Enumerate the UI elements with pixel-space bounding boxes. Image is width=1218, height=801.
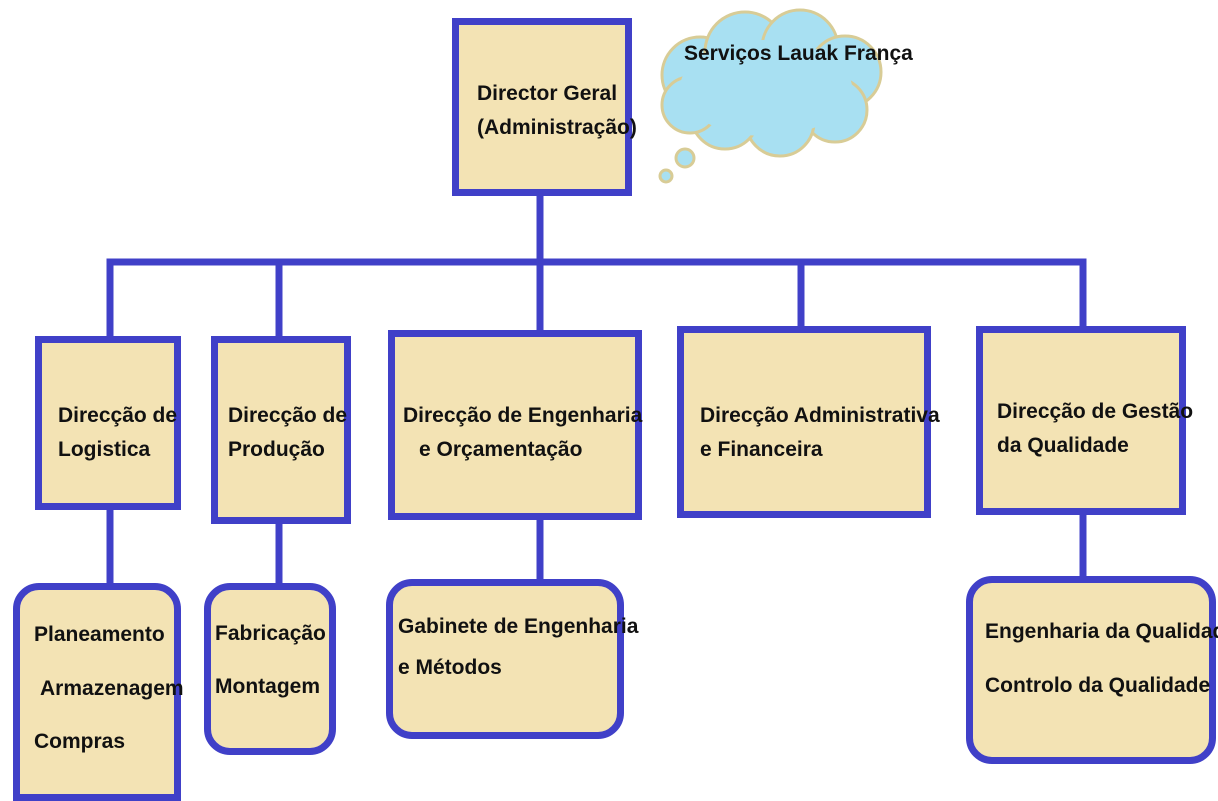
node-administrativa-line-1: Direcção Administrativa [700, 404, 940, 427]
subunit-logistica: Planeamento Armazenagem Compras [13, 583, 184, 801]
node-director-line-2: (Administração) [477, 115, 637, 139]
node-producao-line-1: Direcção de [228, 404, 348, 427]
node-logistica-line-2: Logistica [58, 437, 151, 461]
cloud-external-services: Serviços Lauak França [684, 36, 913, 72]
subunit-engenharia-item-2: e Métodos [398, 655, 502, 679]
node-logistica-line-1: Direcção de [58, 404, 178, 427]
subunit-qualidade-item-2: Controlo da Qualidade [985, 673, 1211, 697]
node-direccao-administrativa: Direcção Administrativa e Financeira [677, 326, 940, 518]
node-direccao-producao: Direcção de Produção [211, 336, 351, 524]
subunit-logistica-item-1: Planeamento [34, 623, 165, 646]
node-producao-line-2: Produção [228, 437, 325, 461]
cloud-line-1: Serviços Lauak [684, 42, 839, 65]
subunit-producao-item-1: Fabricação [215, 622, 326, 645]
subunit-producao: Fabricação Montagem [204, 583, 336, 755]
subunit-engenharia: Gabinete de Engenharia e Métodos [386, 579, 638, 739]
subunit-producao-item-2: Montagem [215, 674, 320, 698]
node-director-geral: Director Geral (Administração) [452, 18, 637, 196]
subunit-logistica-item-3: Compras [34, 730, 126, 754]
subunit-engenharia-item-1: Gabinete de Engenharia [398, 615, 639, 638]
cloud-line-2: França [843, 42, 913, 65]
node-engenharia-line-2: e Orçamentação [419, 437, 583, 461]
node-direccao-qualidade: Direcção de Gestão da Qualidade [976, 326, 1193, 515]
node-director-line-1: Director Geral [477, 82, 618, 105]
node-administrativa-line-2: e Financeira [700, 437, 823, 461]
node-qualidade-line-1: Direcção de Gestão [997, 400, 1194, 423]
node-qualidade-line-2: da Qualidade [997, 433, 1129, 457]
node-direccao-engenharia: Direcção de Engenharia e Orçamentação [388, 330, 642, 520]
subunit-qualidade: Engenharia da Qualidade Controlo da Qual… [966, 576, 1218, 764]
node-direccao-logistica: Direcção de Logistica [35, 336, 181, 510]
node-engenharia-line-1: Direcção de Engenharia [403, 404, 643, 427]
subunit-logistica-item-2: Armazenagem [40, 676, 184, 700]
subunit-qualidade-item-1: Engenharia da Qualidade [985, 620, 1218, 643]
